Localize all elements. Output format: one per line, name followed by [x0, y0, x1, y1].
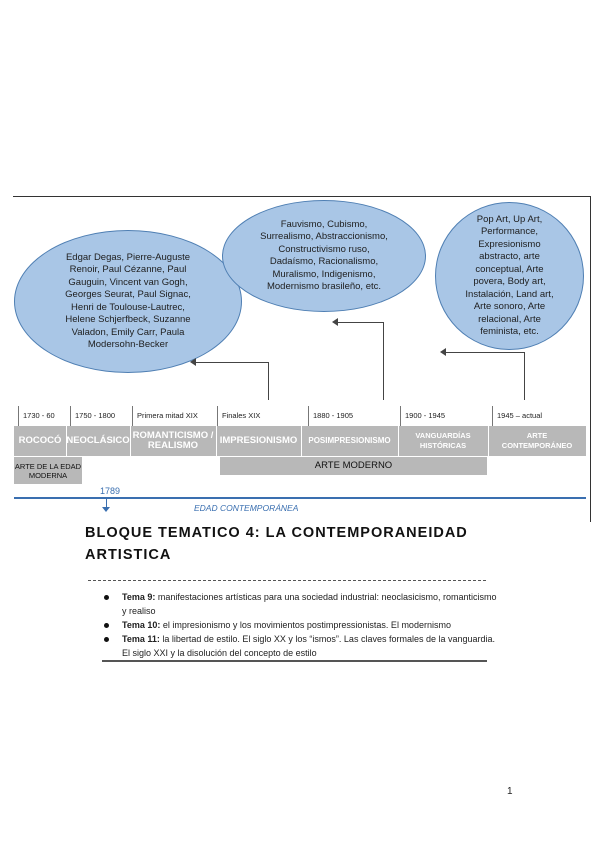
tema-label: Tema 10: — [122, 620, 161, 630]
bloque-title: BLOQUE TEMATICO 4: LA CONTEMPORANEIDAD A… — [85, 525, 468, 563]
contemporary-axis-line — [14, 497, 586, 499]
date-posimpresionismo: 1880 - 1905 — [313, 411, 354, 420]
bubble-line: Expresionismo — [478, 238, 541, 250]
bubble-line: Dadaísmo, Racionalismo, — [269, 256, 379, 267]
bubble-line: abstracto, arte — [479, 251, 540, 262]
timeline-tick — [492, 406, 493, 426]
bar-divider — [130, 426, 131, 456]
bar-divider — [301, 426, 302, 456]
connector-line — [446, 352, 524, 353]
bubble-vanguardias: Fauvismo, Cubismo, Surrealismo, Abstracc… — [222, 200, 426, 312]
bullet-icon — [104, 595, 109, 600]
arrow-down-icon — [102, 507, 110, 512]
bubble-line: Helene Schjerfbeck, Suzanne — [65, 314, 191, 325]
style-rococo: ROCOCÓ — [18, 435, 62, 446]
style-romanticismo-realismo: ROMANTICISMO / REALISMO — [132, 430, 214, 451]
bubble-line: Valadon, Emily Carr, Paula — [71, 326, 185, 338]
timeline-tick — [217, 406, 218, 426]
year-1789-label: 1789 — [100, 486, 121, 496]
bubble-line: feminista, etc. — [480, 326, 539, 337]
frame-top-line — [13, 196, 591, 197]
frame-right-line — [590, 196, 591, 522]
style-contemporaneo: ARTE CONTEMPORÁNEO — [501, 431, 573, 450]
bubble-line: Renoir, Paul Cézanne, Paul — [69, 264, 187, 275]
date-impresionismo: Finales XIX — [222, 411, 261, 420]
list-item: Tema 11: la libertad de estilo. El siglo… — [102, 632, 497, 660]
bubble-line: Constructivismo ruso, — [278, 243, 370, 255]
style-posimpresionismo: POSIMPRESIONISMO — [308, 436, 391, 445]
bullet-icon — [104, 623, 109, 628]
bubble-line: povera, Body art, — [473, 276, 546, 287]
edad-contemporanea-label: EDAD CONTEMPORÁNEA — [194, 503, 299, 513]
connector-line — [338, 322, 383, 323]
connector-line — [196, 362, 268, 363]
bullet-icon — [104, 637, 109, 642]
year-1789-marker — [106, 498, 107, 508]
timeline-tick — [18, 406, 19, 426]
bullets-underline — [102, 660, 487, 662]
bubble-line: Henri de Toulouse-Lautrec, — [71, 301, 185, 313]
bubble-line: Instalación, Land art, — [465, 288, 554, 300]
date-romanticismo: Primera mitad XIX — [137, 411, 198, 420]
timeline-tick — [132, 406, 133, 426]
bubble-line: Modersohn-Becker — [87, 339, 169, 350]
timeline-tick — [308, 406, 309, 426]
style-impresionismo: IMPRESIONISMO — [219, 435, 298, 446]
bubble-line: Fauvismo, Cubismo, — [280, 218, 368, 230]
timeline-tick — [400, 406, 401, 426]
connector-line — [383, 322, 384, 400]
timeline-tick — [70, 406, 71, 426]
page-number: 1 — [507, 786, 513, 797]
bubble-line: Arte sonoro, Arte — [473, 301, 546, 312]
date-neoclasico: 1750 - 1800 — [75, 411, 116, 420]
tema-text: manifestaciones artísticas para una soci… — [122, 592, 497, 616]
bubble-line: Modernismo brasileño, etc. — [266, 281, 382, 292]
bar-divider — [398, 426, 399, 456]
bubble-line: Performance, — [480, 226, 538, 237]
bubble-line: Georges Seurat, Paul Signac, — [65, 289, 191, 300]
arrow-left-icon — [332, 318, 338, 326]
list-item: Tema 9: manifestaciones artísticas para … — [102, 590, 497, 618]
temas-list: Tema 9: manifestaciones artísticas para … — [102, 590, 497, 660]
list-item: Tema 10: el impresionismo y los movimien… — [102, 618, 497, 632]
dashed-divider — [88, 580, 486, 581]
style-vanguardias: VANGUARDÍAS HISTÓRICAS — [415, 431, 471, 450]
styles-bar — [14, 426, 586, 456]
tema-text: el impresionismo y los movimientos posti… — [160, 620, 451, 630]
bar-divider — [216, 426, 217, 456]
style-neoclasico: NEOCLÁSICO — [66, 435, 130, 446]
tema-text: la libertad de estilo. El siglo XX y los… — [122, 634, 496, 658]
arte-moderno-bar: ARTE MODERNO — [220, 457, 487, 475]
arrow-left-icon — [440, 348, 446, 356]
bubble-contemporaneo: Pop Art, Up Art, Performance, Expresioni… — [435, 202, 584, 350]
bubble-impresionismo-artists: Edgar Degas, Pierre-Auguste Renoir, Paul… — [14, 230, 242, 373]
tema-label: Tema 9: — [122, 592, 156, 602]
date-rococo: 1730 - 60 — [23, 411, 55, 420]
bubble-line: Edgar Degas, Pierre-Auguste — [65, 251, 191, 263]
bar-divider — [66, 426, 67, 456]
edad-moderna-bar: ARTE DE LA EDAD MODERNA — [14, 457, 82, 484]
bubble-line: Muralismo, Indigenismo, — [272, 268, 376, 280]
bubble-line: Pop Art, Up Art, — [476, 213, 543, 225]
bubble-line: Gauguin, Vincent van Gogh, — [68, 276, 188, 288]
bubble-line: relacional, Arte — [478, 313, 541, 325]
bubble-line: Surrealismo, Abstraccionismo, — [260, 231, 388, 242]
arrow-left-icon — [190, 358, 196, 366]
date-vanguardias: 1900 - 1945 — [405, 411, 446, 420]
connector-line — [268, 362, 269, 400]
date-contemporaneo: 1945 – actual — [497, 411, 543, 420]
bar-divider — [488, 426, 489, 456]
tema-label: Tema 11: — [122, 634, 160, 644]
bubble-line: conceptual, Arte — [475, 263, 544, 275]
connector-line — [524, 352, 525, 400]
